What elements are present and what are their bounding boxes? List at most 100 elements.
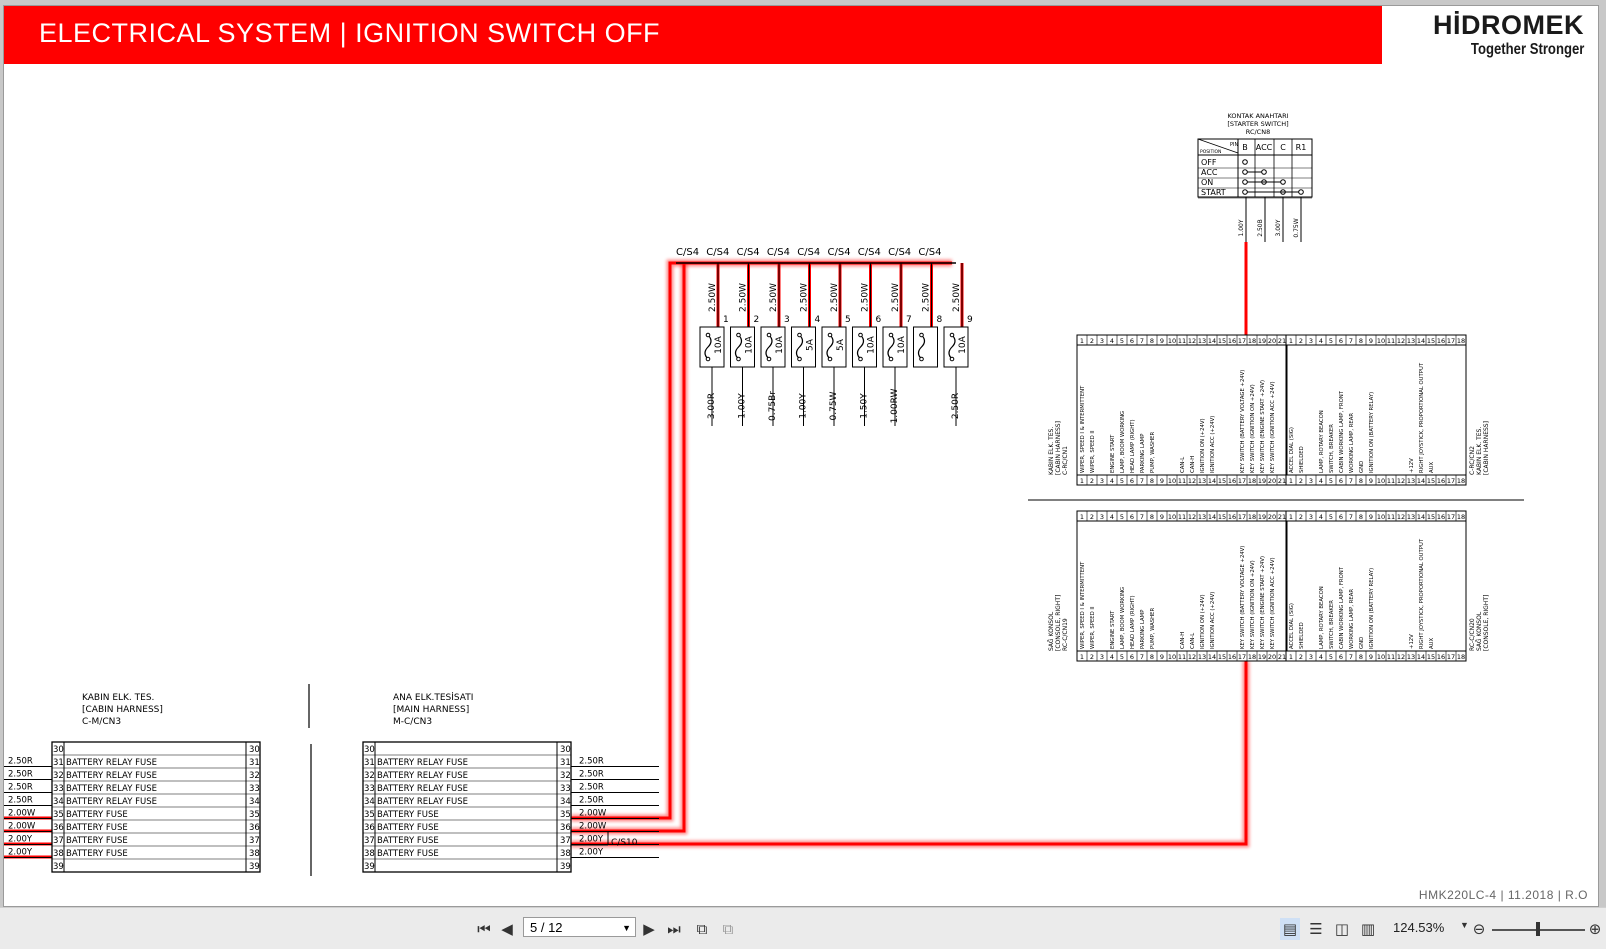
continuous-icon[interactable]: ☰ xyxy=(1309,920,1323,938)
fuse-body xyxy=(913,326,938,368)
harness-pin-number: 31 xyxy=(249,758,260,768)
connector-pin-number: 12 xyxy=(1397,653,1405,661)
connector-pin-number: 13 xyxy=(1407,653,1415,661)
connector-signal-label: WIPER, SPEED I & INTERMITTENT xyxy=(1080,385,1086,473)
fuse-rating: 10A xyxy=(897,335,907,353)
zoom-out-icon[interactable]: ⊖ xyxy=(1472,920,1486,938)
connector-pin-number: 12 xyxy=(1397,477,1405,485)
connector-signal-label: LAMP, ROTARY BEACON xyxy=(1319,410,1325,473)
chevron-down-icon[interactable]: ▼ xyxy=(622,923,631,933)
connector-pin-number: 9 xyxy=(1369,337,1373,345)
fuse-number: 4 xyxy=(815,315,821,325)
connector-pin-number: 2 xyxy=(1090,477,1094,485)
zoom-level[interactable]: 124.53% xyxy=(1393,920,1445,935)
harness-wire-label: 2.00Y xyxy=(579,835,604,845)
connector-name-label: C-RC/CN2 xyxy=(1469,446,1476,475)
fuse-output-wire-label: 1.00Y xyxy=(738,393,748,419)
switch-contact-icon xyxy=(1280,179,1286,185)
connector-pin-number: 15 xyxy=(1427,653,1435,661)
schematic-page: ELECTRICAL SYSTEM | IGNITION SWITCH OFF … xyxy=(3,5,1599,907)
rotate-icon[interactable]: ⧉ xyxy=(722,920,734,938)
connector-pin-number: 13 xyxy=(1198,337,1206,345)
switch-position-label: ON xyxy=(1201,178,1213,187)
first-page-icon[interactable]: ⏮ xyxy=(477,920,491,938)
fuse-terminal-icon xyxy=(736,356,741,362)
starter-switch-title: KONTAK ANAHTARI xyxy=(1227,112,1288,120)
connector-pin-number: 1 xyxy=(1080,477,1084,485)
connector-signal-label: CAN-H xyxy=(1190,456,1196,473)
connector-pin-number: 2 xyxy=(1299,477,1303,485)
connector-pin-number: 2 xyxy=(1090,513,1094,521)
connector-signal-label: ACCEL DIAL (SIG) xyxy=(1289,603,1295,649)
connector-signal-label: SWITCH, BREAKER xyxy=(1329,600,1335,649)
harness-pin-number: 38 xyxy=(249,849,260,859)
connector-pin-number: 9 xyxy=(1160,653,1164,661)
connector-pin-number: 18 xyxy=(1457,513,1465,521)
connector-pin-number: 4 xyxy=(1319,477,1323,485)
last-page-icon[interactable]: ⏭ xyxy=(667,920,681,938)
harness-circuit-name: BATTERY FUSE xyxy=(66,823,128,833)
page-number-field[interactable]: 5 / 12 ▼ xyxy=(523,917,636,937)
zoom-slider-thumb[interactable] xyxy=(1536,922,1540,936)
harness-pin-number: 38 xyxy=(364,849,375,859)
connector-pin-number: 19 xyxy=(1258,513,1266,521)
fuse-number: 7 xyxy=(906,315,912,325)
fuse-number: 8 xyxy=(937,315,943,325)
fuse-output-wire-label: 2.50R xyxy=(951,393,961,419)
connector-pin-number: 5 xyxy=(1120,337,1124,345)
connector-pin-number: 20 xyxy=(1268,477,1276,485)
connector-signal-label: CAN-L xyxy=(1190,633,1196,649)
single-page-icon[interactable]: ▤ xyxy=(1280,918,1300,940)
connector-pin-number: 6 xyxy=(1130,337,1134,345)
document-reference: HMK220LC-4 | 11.2018 | R.O xyxy=(1418,888,1588,902)
connector-pin-number: 16 xyxy=(1437,513,1445,521)
fuse-symbol-icon xyxy=(948,334,956,360)
connector-pin-number: 18 xyxy=(1248,337,1256,345)
harness-pin-number: 37 xyxy=(560,836,571,846)
two-page-icon[interactable]: ◫ xyxy=(1334,920,1350,938)
connector-pin-number: 3 xyxy=(1100,513,1104,521)
fuse-symbol-icon xyxy=(765,334,773,360)
fuse-output-wire-label: 1.50Y xyxy=(860,393,870,419)
connector-signal-label: IGNITION ACC (+24V) xyxy=(1210,416,1216,473)
connector-pin-number: 17 xyxy=(1447,337,1455,345)
connector-pin-number: 4 xyxy=(1110,337,1114,345)
fuse-input-wire-label: 2.50W xyxy=(800,283,810,312)
harness-wire-label: 2.00W xyxy=(8,822,36,832)
connector-pin-number: 15 xyxy=(1427,477,1435,485)
connector-pin-number: 4 xyxy=(1319,337,1323,345)
connector-pin-number: 18 xyxy=(1248,513,1256,521)
harness-circuit-name: BATTERY RELAY FUSE xyxy=(66,758,157,768)
connector-pin-number: 20 xyxy=(1268,653,1276,661)
connector-name-label: KABIN ELK. TES. xyxy=(1476,427,1483,475)
prev-page-icon[interactable]: ◀ xyxy=(501,920,513,938)
zoom-in-icon[interactable]: ⊕ xyxy=(1588,920,1602,938)
switch-column-label: B xyxy=(1242,143,1248,152)
fuse-terminal-icon xyxy=(949,332,955,338)
fuse-input-wire-label: 2.50W xyxy=(739,283,749,312)
fuse-terminal-icon xyxy=(827,332,833,338)
connector-signal-label: IGNITION ON (+24V) xyxy=(1200,418,1206,473)
fuse-terminal-icon xyxy=(766,332,772,338)
fuse-symbol-icon xyxy=(917,334,926,360)
harness-pin-number: 33 xyxy=(364,784,375,794)
next-page-icon[interactable]: ▶ xyxy=(643,920,655,938)
fuse-input-wire-label: 2.50W xyxy=(830,283,840,312)
connector-pin-number: 5 xyxy=(1329,477,1333,485)
fuse-rating: 10A xyxy=(867,335,877,353)
fuse-connector-label: C/S4 xyxy=(918,247,941,258)
fit-page-icon[interactable]: ⧉ xyxy=(696,920,708,938)
connector-name-label: RC-C/CN19 xyxy=(1062,618,1069,651)
harness-pin-number: 33 xyxy=(53,784,64,794)
connector-pin-number: 2 xyxy=(1090,653,1094,661)
zoom-dropdown-icon[interactable]: ▼ xyxy=(1460,920,1469,930)
connector-signal-label: PUMP, WASHER xyxy=(1150,432,1156,473)
harness-pin-number: 35 xyxy=(560,810,571,820)
connector-pin-number: 1 xyxy=(1289,653,1293,661)
connector-pin-number: 10 xyxy=(1168,653,1176,661)
harness-circuit-name: BATTERY RELAY FUSE xyxy=(377,771,468,781)
two-page-continuous-icon[interactable]: ▥ xyxy=(1360,920,1376,938)
main-harness-label: [MAIN HARNESS] xyxy=(393,705,469,715)
connector-pin-number: 18 xyxy=(1248,477,1256,485)
